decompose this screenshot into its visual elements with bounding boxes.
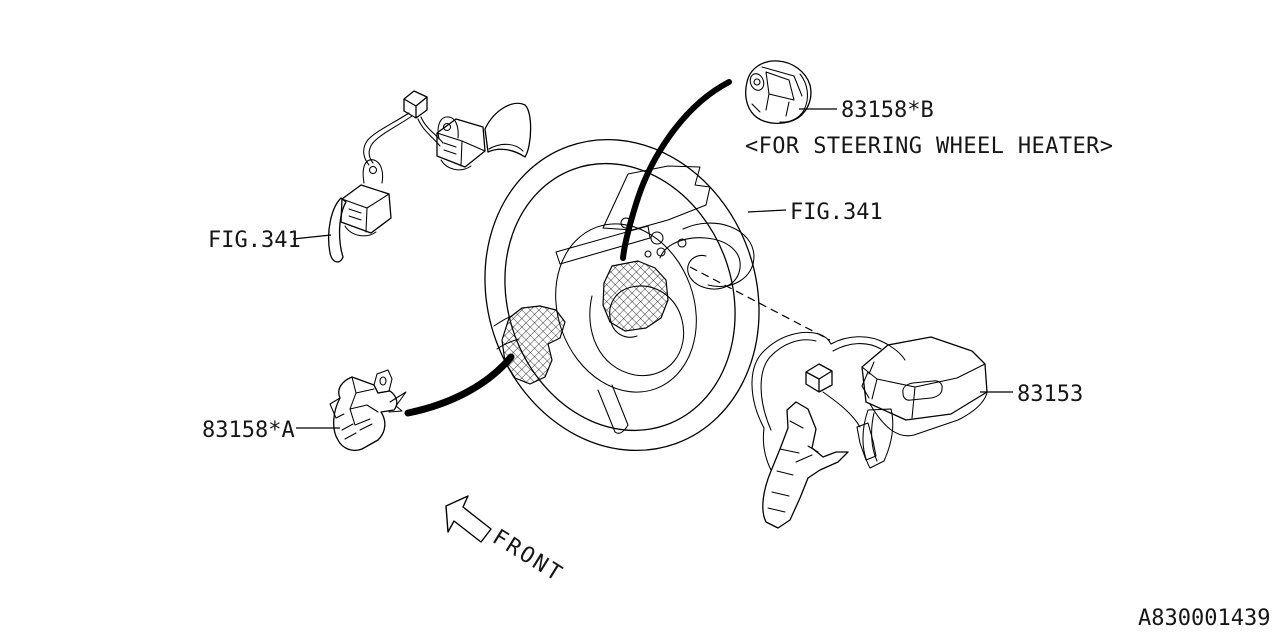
switch-pad-body: [861, 336, 988, 421]
label-fig-right: FIG.341: [790, 200, 883, 225]
leader-fig-right: [747, 209, 787, 213]
wire-plug: [856, 422, 877, 461]
label-front: FRONT: [488, 525, 568, 588]
harness-strand: [751, 331, 832, 429]
screw-hole: [650, 231, 664, 245]
side-wing: [329, 397, 345, 419]
harness-strand: [830, 336, 906, 361]
switch-pocket-outer: [682, 222, 755, 287]
switch-pad-lower-band: [869, 392, 988, 437]
dashed-leader-83153: [689, 266, 831, 341]
paddle-switch-assembly-drawing: [327, 90, 532, 263]
position-arc-heater-switch: [620, 79, 732, 261]
position-arc-switch-a: [404, 353, 515, 417]
switch-body: [333, 376, 398, 452]
leader-fig-left: [292, 234, 332, 240]
label-fig-left: FIG.341: [208, 228, 301, 253]
front-arrow-icon: [445, 495, 492, 543]
harness-strand: [762, 427, 772, 471]
paddle-blade-right-edge: [488, 143, 524, 152]
paddle-blade-left: [327, 197, 347, 263]
label-part-83158b: 83158*B: [841, 98, 934, 123]
switch-button: [902, 380, 943, 401]
bracket-left: [344, 225, 377, 237]
label-heater-note: <FOR STEERING WHEEL HEATER>: [745, 134, 1113, 159]
dangling-wire: [822, 391, 861, 428]
switch-body-facets: [341, 376, 379, 440]
screw-hole: [644, 250, 652, 258]
switch-pocket-inner: [659, 237, 741, 290]
switch-body-right-facets: [436, 132, 486, 167]
mount-bracket-steps: [767, 420, 819, 513]
airbag-pad-outline: [602, 165, 711, 231]
switch-pad-facets: [861, 361, 986, 419]
harness-wire-left: [363, 112, 413, 166]
heater-switch-knob: [749, 73, 765, 91]
screw-hole: [677, 238, 687, 248]
label-part-83153: 83153: [1017, 382, 1083, 407]
harness-connector: [403, 90, 428, 119]
wheel-outer-rim: [484, 138, 760, 452]
mount-bracket: [762, 401, 849, 529]
heater-switch-face-band: [779, 73, 809, 123]
heater-switch-drawing: [745, 60, 812, 124]
side-spike: [388, 391, 407, 413]
mount-hole-right: [442, 122, 452, 132]
mount-ear-right: [437, 116, 459, 140]
mount-ear-left: [362, 159, 384, 184]
heater-switch-knob-center: [753, 78, 761, 86]
switch-mount-area-left: [501, 305, 566, 385]
label-drawing-number: A830001439: [1138, 606, 1270, 631]
side-flap: [862, 408, 894, 469]
hub-bracket-bar: [555, 225, 651, 265]
paddle-blade-right: [484, 102, 532, 158]
switch-mount-area-center: [602, 260, 669, 332]
harness-strand: [760, 339, 817, 431]
switch-assembly-83153-drawing: [751, 331, 988, 529]
switch-83158a-drawing: [329, 369, 407, 452]
heater-switch-outline: [745, 60, 812, 124]
bottom-spoke: [597, 384, 629, 434]
label-part-83158a: 83158*A: [202, 418, 295, 443]
harness-wire-right: [417, 116, 444, 147]
heater-switch-facets: [751, 66, 803, 117]
harness-connector: [805, 363, 833, 393]
bracket-right: [440, 159, 472, 171]
switch-body-left-facets: [341, 193, 390, 233]
mount-tab-hole: [379, 376, 387, 386]
mount-hole-left: [368, 165, 378, 175]
